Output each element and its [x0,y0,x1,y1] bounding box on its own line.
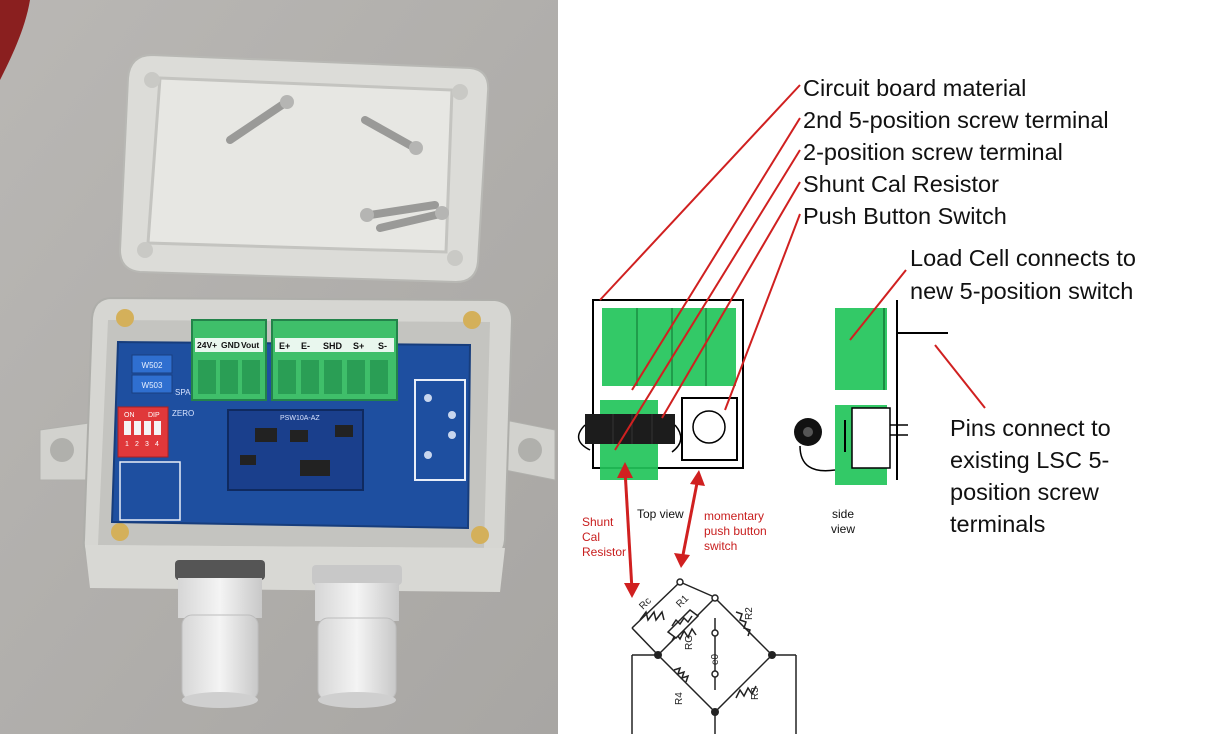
red-cable [0,0,30,80]
screw [360,201,439,222]
trimmer-pot-w503: W503 [131,374,173,394]
trimmer-pot-w502: W502 [131,354,173,374]
svg-text:E+: E+ [279,341,290,351]
terminal-block-power: 24V+ GND Vout [191,319,267,401]
enclosure-photo: W502 W503 SPAN ZERO ON DIP 1 2 3 4 PSW10… [0,0,558,734]
side-view-label-2: view [831,522,855,536]
side-view-sketch: side view [794,300,948,536]
dip-switch: ON DIP 1 2 3 4 [117,406,169,458]
bridge-label-rg: RG [684,635,695,650]
momentary-arrow [674,470,705,568]
callout-two-position: 2-position screw terminal [803,139,1063,165]
top-view-label: Top view [637,507,684,521]
callout-labels: Circuit board material 2nd 5-position sc… [803,75,1136,537]
callout-push-button: Push Button Switch [803,203,1007,229]
svg-text:4: 4 [155,441,159,448]
svg-text:W502: W502 [142,361,163,370]
amplifier-module: PSW10A-AZ [227,409,364,491]
annotated-diagram: Circuit board material 2nd 5-position sc… [558,0,1211,734]
svg-text:S-: S- [378,341,387,351]
callout-load-cell-1: Load Cell connects to [910,245,1136,271]
enclosure-lid [118,53,490,284]
callout-shunt-resistor: Shunt Cal Resistor [803,171,999,197]
momentary-label-3: switch [704,539,737,553]
svg-text:24V+: 24V+ [197,340,217,350]
shunt-arrow [617,462,640,598]
shunt-label-3: Resistor [582,545,626,559]
svg-text:3: 3 [145,441,149,448]
svg-text:ON: ON [124,412,135,419]
svg-text:S+: S+ [353,341,364,351]
span-label: SPAN [175,388,196,397]
callout-pins-2: existing LSC 5- [950,447,1109,473]
shunt-resistor-sketch [585,414,675,444]
callout-load-cell-2: new 5-position switch [910,278,1133,304]
screw [376,206,449,232]
bridge-label-r2: R2 [744,607,755,620]
terminal-green-3 [672,308,706,386]
callout-pins-1: Pins connect to [950,415,1111,441]
terminal-green-1 [602,308,637,386]
cable-gland-left [175,560,265,708]
footprint-outline [119,461,181,521]
svg-text:Vout: Vout [241,340,259,350]
callout-circuit-board: Circuit board material [803,75,1026,101]
terminal-block-loadcell: E+ E- SHD S+ S- [271,319,398,401]
zero-label: ZERO [172,409,194,418]
bridge-label-r3: R3 [750,687,761,700]
svg-text:E-: E- [301,341,310,351]
svg-text:DIP: DIP [148,412,160,419]
bridge-label-r4: R4 [674,692,685,705]
svg-text:1: 1 [125,441,129,448]
cable-gland-right [312,565,402,708]
callout-pins-4: terminals [950,511,1045,537]
shunt-label-2: Cal [582,530,600,544]
svg-text:2: 2 [135,441,139,448]
top-view-sketch: Top view [577,299,744,521]
terminal-green-4 [706,308,736,386]
callout-leader-lines [599,84,986,451]
push-button-sketch [681,397,738,461]
svg-text:GND: GND [221,340,240,350]
svg-text:PSW10A-AZ: PSW10A-AZ [280,415,320,422]
shunt-label-1: Shunt [582,515,614,529]
relay-outline [414,379,466,481]
bridge-schematic [631,581,797,734]
callout-second-terminal: 2nd 5-position screw terminal [803,107,1109,133]
svg-text:W503: W503 [142,381,163,390]
callout-pins-3: position screw [950,479,1100,505]
svg-text:SHD: SHD [323,341,343,351]
board-outline [592,299,744,469]
bridge-label-eo: e0 [710,653,721,665]
screw [226,95,294,144]
momentary-label-2: push button [704,524,767,538]
push-button-circle [692,410,726,444]
side-view-label-1: side [832,507,854,521]
screw [361,116,423,155]
momentary-label-1: momentary [704,509,764,523]
